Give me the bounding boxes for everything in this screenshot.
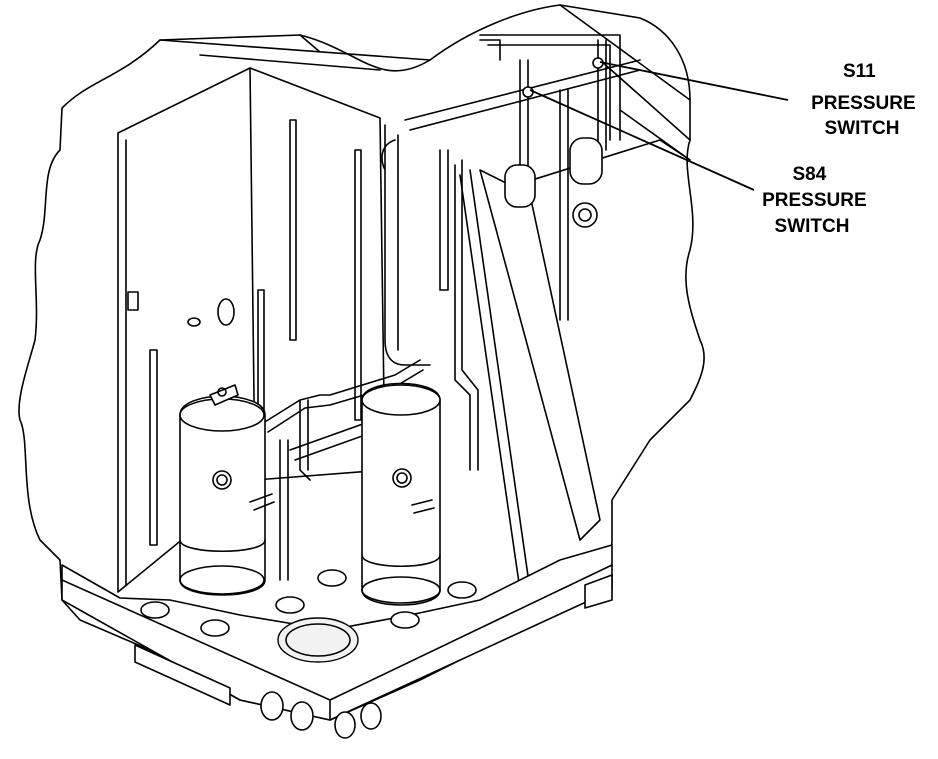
top-panel [159,34,431,71]
filter-drier-left [504,164,536,208]
compressor-left [179,384,275,596]
valve [572,202,598,228]
s11-callout: S11 PRESSURE SWITCH [811,61,921,139]
left-rear-panel-edge [125,67,386,586]
compressor-right [361,382,441,606]
panel-hole [217,298,235,326]
drain-pan-center-inner [285,623,351,657]
s84-label-line2: PRESSURE [762,190,867,211]
s84-pressure-switch-body [522,86,534,98]
s84-callout: S84 PRESSURE SWITCH [762,164,872,237]
s11-label-line3: SWITCH [825,118,900,139]
s84-label-line1: S84 [792,164,826,185]
knockout-holes [260,691,382,739]
base-pan-edge [61,564,613,721]
s11-label-line2: PRESSURE [811,93,916,114]
filter-drier-right [569,137,603,185]
panel-hole-small [187,317,201,327]
base-slot [134,644,231,706]
s11-leader-line [599,61,789,101]
s11-label-line1: S11 [843,61,876,82]
panel-bracket [127,291,139,311]
s84-label-line3: SWITCH [775,216,850,237]
right-panel [499,4,691,191]
compressor-mounts [140,569,477,637]
s84-leader-line [529,89,755,191]
base-slot-right [584,574,613,609]
right-inner-panel-edge [459,169,531,591]
refrigerant-piping [381,34,641,471]
drain-pan-center [277,617,359,663]
